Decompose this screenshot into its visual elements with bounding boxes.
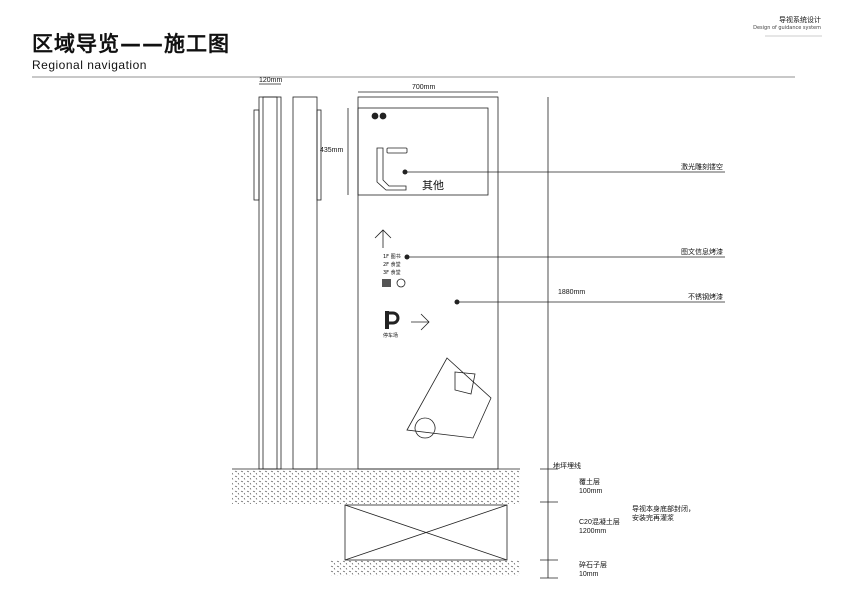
layer2-size: 1200mm (579, 528, 607, 535)
side-view-back (292, 96, 318, 470)
layer1-name: 覆土层 (579, 479, 600, 486)
panel-logo-shape (376, 147, 407, 191)
brand: 导视系统设计 Design of guidance system (753, 16, 821, 32)
page-subtitle: Regional navigation (32, 58, 147, 72)
callout-laser: 激光雕刻镂空 (681, 164, 723, 171)
map-graphic (406, 357, 492, 439)
panel-label: 其他 (422, 179, 444, 192)
footing-cross (344, 504, 508, 561)
layer2: C20混凝土层 1200mm (579, 518, 620, 536)
dim-1880-label: 1880mm (558, 289, 586, 296)
floor-1: 1F 图书 (383, 254, 401, 260)
restaurant-icon (396, 278, 406, 288)
note-line-2: 安装完再灌浆 (632, 515, 674, 522)
floor-list: 1F 图书 2F 食堂 3F 食堂 (383, 253, 401, 277)
layer1-size: 100mm (579, 488, 603, 495)
parking-p-icon (385, 311, 389, 329)
layer3: 碎石子层 10mm (579, 561, 607, 579)
callout-steel: 不锈钢烤漆 (688, 294, 723, 301)
layer3-size: 10mm (579, 571, 599, 578)
layer3-name: 碎石子层 (579, 562, 607, 569)
side-view-back-panel (316, 109, 322, 201)
dim-435-label: 435mm (320, 147, 344, 154)
floor-2: 2F 食堂 (383, 262, 401, 268)
dim-700-label: 700mm (412, 84, 436, 91)
brand-en: Design of guidance system (753, 25, 821, 31)
note-line-1: 导视本身底部封闭， (632, 506, 695, 513)
sign-body (357, 96, 499, 470)
soil-layer (232, 470, 520, 504)
toilet-icon (382, 279, 391, 287)
page-title: 区域导览——施工图 (32, 32, 230, 56)
arrow-right-icon (411, 313, 430, 331)
brand-cn: 导视系统设计 (779, 16, 821, 24)
sign-panel (357, 107, 489, 196)
layer2-name: C20混凝土层 (579, 519, 620, 526)
side-view-post (258, 96, 282, 470)
dim-120-label: 120mm (259, 77, 283, 84)
ground-line-label: 地坪埋线 (553, 463, 581, 470)
parking-label: 停车场 (383, 333, 399, 339)
side-view-panel (253, 109, 260, 201)
side-view-inner (262, 96, 278, 470)
callout-graphic: 图文信息烤漆 (681, 249, 723, 256)
layer1: 覆土层 100mm (579, 478, 602, 496)
floor-3: 3F 食堂 (383, 270, 401, 276)
arrow-up-icon (374, 229, 392, 248)
foundation-note: 导视本身底部封闭， 安装完再灌浆 (632, 505, 695, 523)
gravel-layer (330, 560, 520, 576)
